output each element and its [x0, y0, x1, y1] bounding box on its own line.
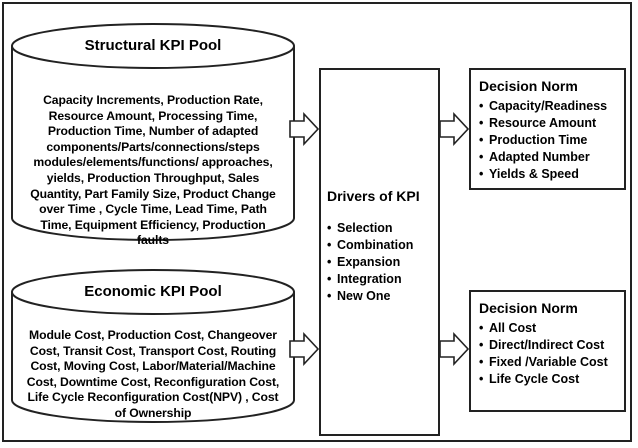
economic-kpi-line: Life Cycle Reconfiguration Cost(NPV) , C…: [27, 390, 279, 405]
structural-kpi-line: Time, Equipment Efficiency, Production: [40, 217, 266, 232]
bullet-glyph: •: [327, 221, 332, 235]
bullet-glyph: •: [479, 321, 484, 335]
arrow-drivers-to-norm-top: [439, 111, 470, 147]
bullet-glyph: •: [479, 99, 484, 113]
decision-norm-top-item-label: Capacity/Readiness: [489, 99, 608, 113]
structural-kpi-line: Quantity, Part Family Size, Product Chan…: [30, 186, 276, 201]
bullet-glyph: •: [479, 116, 484, 130]
driver-item: • Selection: [327, 220, 413, 237]
diagram-frame: [2, 2, 632, 442]
decision-norm-top-item-label: Adapted Number: [489, 150, 590, 164]
decision-norm-top-item: • Capacity/Readiness: [479, 98, 607, 115]
arrow-structural-to-drivers: [289, 111, 320, 147]
driver-item: • New One: [327, 288, 413, 305]
drivers-title: Drivers of KPI: [327, 188, 420, 204]
driver-item: • Expansion: [327, 254, 413, 271]
decision-norm-bottom-item-label: Direct/Indirect Cost: [489, 338, 605, 352]
bullet-glyph: •: [479, 167, 484, 181]
decision-norm-top-item-label: Resource Amount: [489, 116, 597, 130]
bullet-glyph: •: [479, 338, 484, 352]
arrow-economic-to-drivers: [289, 331, 320, 367]
decision-norm-bottom-item: • Fixed /Variable Cost: [479, 354, 608, 371]
decision-norm-bottom-item-label: Fixed /Variable Cost: [489, 355, 608, 369]
decision-norm-bottom-title: Decision Norm: [479, 300, 578, 316]
bullet-glyph: •: [327, 255, 332, 269]
decision-norm-top-item-label: Yields & Speed: [489, 167, 579, 181]
structural-kpi-line: Capacity Increments, Production Rate,: [43, 93, 263, 107]
drivers-box: Drivers of KPI • Selection • Combination • Ex…: [319, 68, 440, 436]
economic-kpi-line: Module Cost, Production Cost, Changeover: [29, 328, 277, 342]
arrow-drivers-to-norm-bottom: [439, 331, 470, 367]
structural-pool-title: Structural KPI Pool: [84, 37, 222, 54]
structural-kpi-line: Production Time, Number of adapted: [47, 124, 259, 139]
decision-norm-bottom-item: • Life Cycle Cost: [479, 371, 608, 388]
driver-item-label: Combination: [337, 238, 414, 252]
structural-kpi-line: faults: [137, 233, 169, 248]
decision-norm-top-box: Decision Norm • Capacity/Readiness • Resour…: [469, 68, 626, 190]
driver-item: • Combination: [327, 237, 413, 254]
decision-norm-top-item: • Adapted Number: [479, 149, 607, 166]
bullet-glyph: •: [327, 272, 332, 286]
decision-norm-top-list: • Capacity/Readiness • Resource Amount • Prod…: [479, 98, 607, 183]
economic-pool-list: Module Cost, Production Cost, Changeover…: [14, 328, 292, 422]
decision-norm-top-item-label: Production Time: [489, 133, 588, 147]
economic-pool-title: Economic KPI Pool: [84, 283, 222, 300]
bullet-glyph: •: [479, 150, 484, 164]
driver-item-label: New One: [337, 289, 391, 303]
structural-kpi-line: components/Parts/connections/steps: [46, 139, 260, 154]
decision-norm-bottom-list: • All Cost • Direct/Indirect Cost • Fixed /Va…: [479, 320, 608, 388]
decision-norm-bottom-item-label: All Cost: [489, 321, 537, 335]
decision-norm-top-item: • Production Time: [479, 132, 607, 149]
driver-item-label: Integration: [337, 272, 402, 286]
decision-norm-top-title: Decision Norm: [479, 78, 578, 94]
driver-item-label: Expansion: [337, 255, 401, 269]
decision-norm-bottom-item: • Direct/Indirect Cost: [479, 337, 608, 354]
structural-kpi-line: Resource Amount, Processing Time,: [48, 108, 258, 123]
structural-kpi-line: modules/elements/functions/ approaches,: [33, 155, 273, 170]
decision-norm-top-item: • Yields & Speed: [479, 166, 607, 183]
structural-kpi-line: yields, Production Throughput, Sales: [46, 170, 260, 185]
drivers-list: • Selection • Combination • Expansion • Integra…: [327, 220, 413, 305]
decision-norm-bottom-box: Decision Norm • All Cost • Direct/Indirect …: [469, 290, 626, 412]
driver-item: • Integration: [327, 271, 413, 288]
economic-kpi-line: Cost, Moving Cost, Labor/Material/Machin…: [30, 359, 276, 374]
decision-norm-bottom-item: • All Cost: [479, 320, 608, 337]
bullet-glyph: •: [327, 289, 332, 303]
structural-pool-cylinder: [11, 23, 295, 241]
economic-kpi-line: of Ownership: [114, 405, 192, 420]
structural-pool-list: Capacity Increments, Production Rate,Res…: [14, 93, 292, 249]
structural-kpi-line: over Time , Cycle Time, Lead Time, Path: [39, 202, 267, 217]
economic-kpi-line: Cost, Downtime Cost, Reconfiguration Cos…: [26, 374, 280, 389]
decision-norm-top-item: • Resource Amount: [479, 115, 607, 132]
bullet-glyph: •: [479, 372, 484, 386]
bullet-glyph: •: [479, 355, 484, 369]
economic-kpi-line: Cost, Transit Cost, Transport Cost, Rout…: [29, 343, 277, 358]
decision-norm-bottom-item-label: Life Cycle Cost: [489, 372, 580, 386]
bullet-glyph: •: [327, 238, 332, 252]
economic-pool-cylinder: [11, 269, 295, 423]
driver-item-label: Selection: [337, 221, 393, 235]
bullet-glyph: •: [479, 133, 484, 147]
